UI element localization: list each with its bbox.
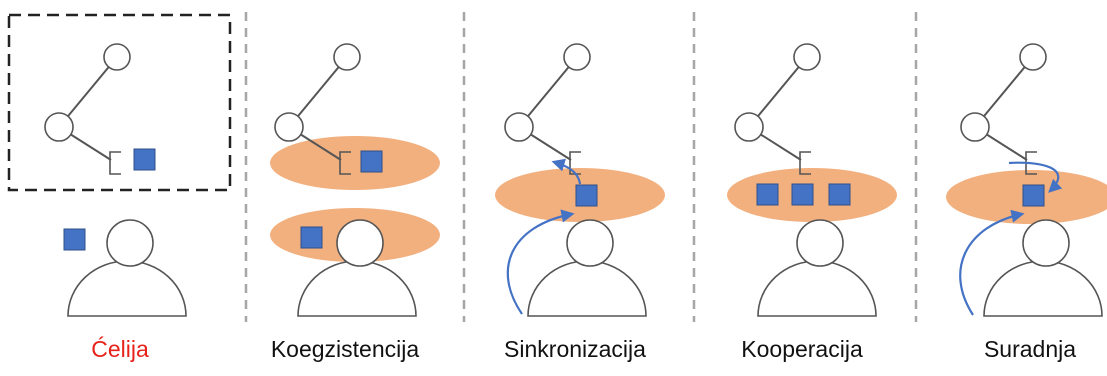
robot-joint-base [44, 112, 74, 142]
human-body [67, 260, 187, 317]
robot-joint-base [504, 112, 534, 142]
workcell-boundary [7, 13, 232, 192]
handover-arrow-robot [551, 158, 582, 185]
robot-joint-base [274, 112, 304, 142]
human-body [757, 260, 877, 317]
workspace-robot [270, 136, 440, 190]
caption-kooperacija: Kooperacija [741, 336, 863, 362]
workpiece-human [63, 228, 86, 251]
robot-upper-arm [974, 56, 1034, 128]
robot-joint-top [793, 43, 821, 71]
panel-synchronization [495, 43, 665, 317]
robot-joint-base [734, 112, 764, 142]
panel-coexistence [270, 43, 440, 317]
handover-arrow-human [506, 209, 575, 315]
robot-upper-arm [748, 56, 808, 128]
human-body [297, 260, 417, 317]
human-body [983, 260, 1103, 317]
workpiece-3 [828, 183, 851, 206]
panels [7, 13, 1107, 317]
panel-collaboration [946, 43, 1107, 317]
panel-cell [7, 13, 232, 317]
robot-joint-top [1019, 43, 1047, 71]
human-head [336, 219, 384, 267]
workpiece-robot [133, 148, 156, 171]
human-to-part-arrow [959, 209, 1025, 316]
caption-koegzistencija: Koegzistencija [270, 336, 420, 362]
robot-upper-arm [288, 56, 348, 128]
panel-cooperation [727, 43, 897, 317]
robot-joint-top [103, 43, 131, 71]
caption-celija: Ćelija [91, 336, 149, 362]
workpiece-robot [360, 150, 383, 173]
robot-joint-top [563, 43, 591, 71]
dividers [244, 12, 918, 322]
robot-joint-base [960, 112, 990, 142]
caption-sinkronizacija: Sinkronizacija [504, 336, 646, 362]
workpiece-shared [575, 184, 598, 207]
robot-gripper [109, 151, 121, 175]
human-head [106, 219, 154, 267]
human-head [566, 219, 614, 267]
workpiece-1 [756, 183, 779, 206]
caption-suradnja: Suradnja [983, 336, 1077, 362]
workpiece-shared [1022, 184, 1045, 207]
human-head [796, 219, 844, 267]
robot-joint-top [333, 43, 361, 71]
robot-gripper [799, 151, 811, 175]
workpiece-2 [791, 183, 814, 206]
human-head [1022, 219, 1070, 267]
workpiece-human [300, 226, 323, 249]
robot-to-part-arrow [1008, 161, 1063, 193]
human-body [527, 260, 647, 317]
robot-upper-arm [58, 56, 118, 128]
robot-upper-arm [518, 56, 578, 128]
robot-gripper [339, 151, 351, 175]
